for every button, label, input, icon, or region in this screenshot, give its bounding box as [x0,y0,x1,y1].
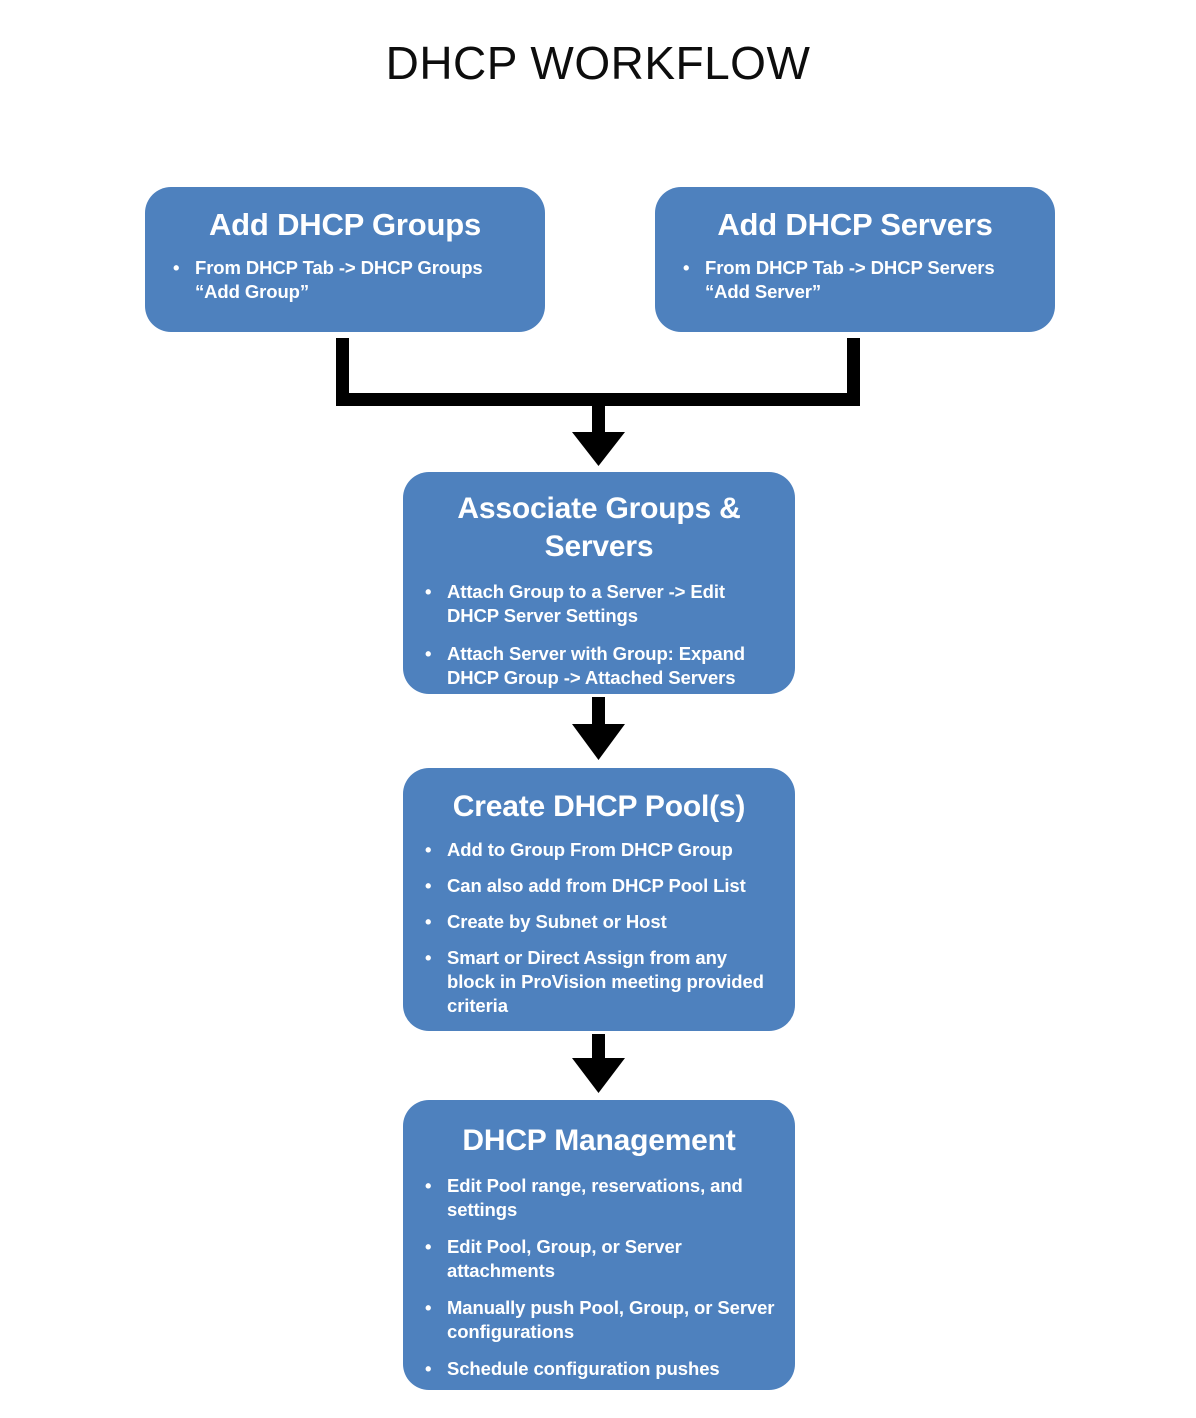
list-item: • Manually push Pool, Group, or Server c… [425,1296,779,1344]
list-item-label: Add to Group From DHCP Group [447,838,733,860]
node-title: Add DHCP Servers [717,207,993,242]
bullet-icon: • [425,580,432,602]
list-item-label: Attach Server with Group: Expand DHCP Gr… [447,642,745,688]
node-title: Add DHCP Groups [209,207,481,242]
list-item: • Schedule configuration pushes [425,1357,779,1381]
bullet-icon: • [425,1174,432,1196]
node-title: Create DHCP Pool(s) [452,790,746,823]
bullet-icon: • [683,257,690,279]
node-bullet-list: • Add to Group From DHCP Group • Can als… [403,828,795,1018]
connector-associate-to-create-pool [572,697,625,760]
node-title: DHCP Management [462,1124,736,1157]
bullet-icon: • [425,642,432,664]
list-item: • Can also add from DHCP Pool List [425,874,779,898]
connector-create-pool-to-management [572,1034,625,1093]
node-associate-groups-servers[interactable]: Associate Groups & Servers • Attach Grou… [403,472,795,694]
list-item: • Attach Group to a Server -> Edit DHCP … [425,580,779,628]
bullet-icon: • [425,874,432,896]
page-title: DHCP WORKFLOW [385,37,811,89]
node-bullet-list: • From DHCP Tab -> DHCP Groups “Add Grou… [145,246,545,304]
list-item: • Add to Group From DHCP Group [425,838,779,862]
list-item: • From DHCP Tab -> DHCP Groups “Add Grou… [173,256,529,304]
list-item-label: Can also add from DHCP Pool List [447,874,746,896]
bullet-icon: • [425,910,432,932]
node-bullet-list: • From DHCP Tab -> DHCP Servers “Add Ser… [655,246,1055,304]
bullet-icon: • [173,257,180,279]
bullet-icon: • [425,1296,432,1318]
node-add-dhcp-servers[interactable]: Add DHCP Servers • From DHCP Tab -> DHCP… [655,187,1055,332]
list-item: • From DHCP Tab -> DHCP Servers “Add Ser… [683,256,1039,304]
list-item-label: Schedule configuration pushes [447,1358,720,1380]
bullet-icon: • [425,946,432,968]
bullet-icon: • [425,1358,432,1380]
list-item-label: Edit Pool, Group, or Server attachments [447,1235,682,1281]
list-item-label: Smart or Direct Assign from any block in… [447,946,764,1017]
list-item: • Attach Server with Group: Expand DHCP … [425,642,779,690]
list-item-label: From DHCP Tab -> DHCP Servers “Add Serve… [705,257,995,303]
list-item-label: Edit Pool range, reservations, and setti… [447,1174,743,1220]
node-title: Associate Groups & Servers [457,492,741,563]
list-item: • Edit Pool range, reservations, and set… [425,1174,779,1222]
list-item-label: Manually push Pool, Group, or Server con… [447,1296,775,1343]
node-bullet-list: • Edit Pool range, reservations, and set… [403,1162,795,1381]
list-item-label: From DHCP Tab -> DHCP Groups “Add Group” [195,257,483,303]
list-item-label: Attach Group to a Server -> Edit DHCP Se… [447,580,725,626]
connector-merge-to-associate [336,338,860,466]
list-item: • Create by Subnet or Host [425,910,779,934]
node-add-dhcp-groups[interactable]: Add DHCP Groups • From DHCP Tab -> DHCP … [145,187,545,332]
node-bullet-list: • Attach Group to a Server -> Edit DHCP … [403,568,795,690]
bullet-icon: • [425,838,432,860]
bullet-icon: • [425,1235,432,1257]
list-item: • Smart or Direct Assign from any block … [425,946,779,1018]
node-dhcp-management[interactable]: DHCP Management • Edit Pool range, reser… [403,1100,795,1390]
list-item-label: Create by Subnet or Host [447,910,667,932]
list-item: • Edit Pool, Group, or Server attachment… [425,1235,779,1283]
node-create-dhcp-pools[interactable]: Create DHCP Pool(s) • Add to Group From … [403,768,795,1031]
